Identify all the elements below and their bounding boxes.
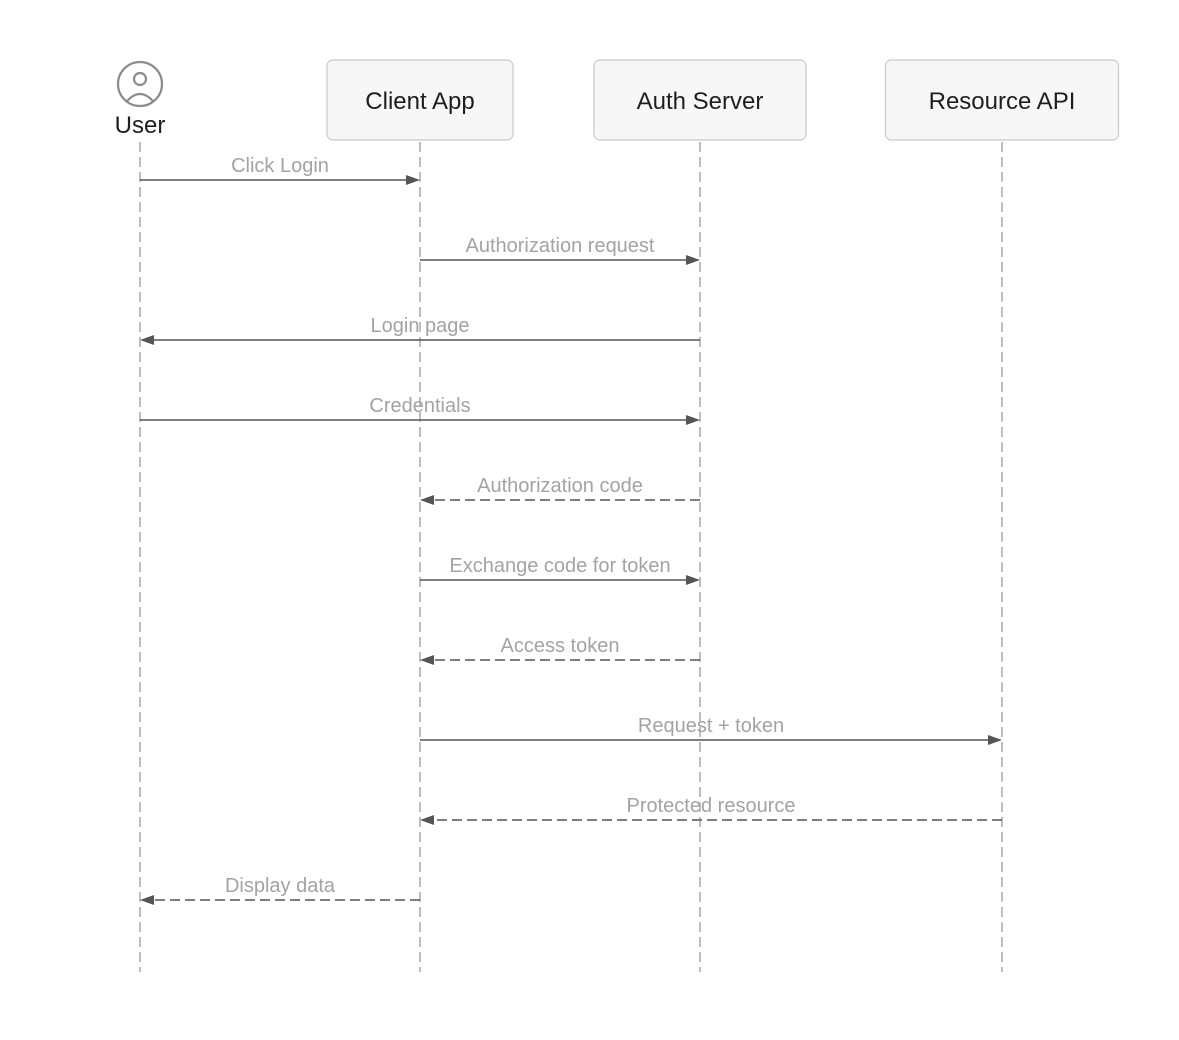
user-circle-icon — [116, 60, 164, 108]
message-label: Protected resource — [627, 795, 796, 817]
message-label: Login page — [371, 315, 470, 337]
arrowhead-icon — [140, 335, 154, 345]
arrowhead-icon — [988, 735, 1002, 745]
participants: User Client App Auth Server Resource API — [115, 59, 1120, 141]
arrowhead-icon — [686, 415, 700, 425]
message-6: Exchange code for token — [420, 555, 700, 585]
participant-box-client — [326, 59, 514, 141]
message-label: Access token — [501, 635, 620, 657]
arrowhead-icon — [406, 175, 420, 185]
message-8: Request + token — [420, 715, 1002, 745]
participant-box-api — [884, 59, 1120, 141]
message-10: Display data — [140, 875, 420, 905]
participant-label-auth: Auth Server — [637, 88, 764, 115]
arrowhead-icon — [420, 495, 434, 505]
arrowhead-icon — [420, 815, 434, 825]
message-label: Exchange code for token — [449, 555, 670, 577]
message-label: Click Login — [231, 155, 329, 177]
message-4: Credentials — [140, 395, 700, 425]
message-2: Authorization request — [420, 235, 700, 265]
participant-label-user: User — [115, 112, 166, 139]
arrowhead-icon — [686, 575, 700, 585]
arrowhead-icon — [420, 655, 434, 665]
message-label: Credentials — [369, 395, 470, 417]
participant-box-auth — [593, 59, 807, 141]
participant-client: Client App — [326, 59, 514, 141]
message-label: Display data — [225, 875, 336, 897]
message-3: Login page — [140, 315, 700, 345]
message-7: Access token — [420, 635, 700, 665]
participant-api: Resource API — [884, 59, 1120, 141]
message-label: Request + token — [638, 715, 784, 737]
message-5: Authorization code — [420, 475, 700, 505]
participant-auth: Auth Server — [593, 59, 807, 141]
participant-label-client: Client App — [365, 88, 474, 115]
arrowhead-icon — [140, 895, 154, 905]
arrowhead-icon — [686, 255, 700, 265]
message-label: Authorization code — [477, 475, 643, 497]
message-label: Authorization request — [465, 235, 654, 257]
participant-label-api: Resource API — [929, 88, 1076, 115]
message-9: Protected resource — [420, 795, 1002, 825]
message-1: Click Login — [140, 155, 420, 185]
lifelines — [139, 142, 1003, 972]
